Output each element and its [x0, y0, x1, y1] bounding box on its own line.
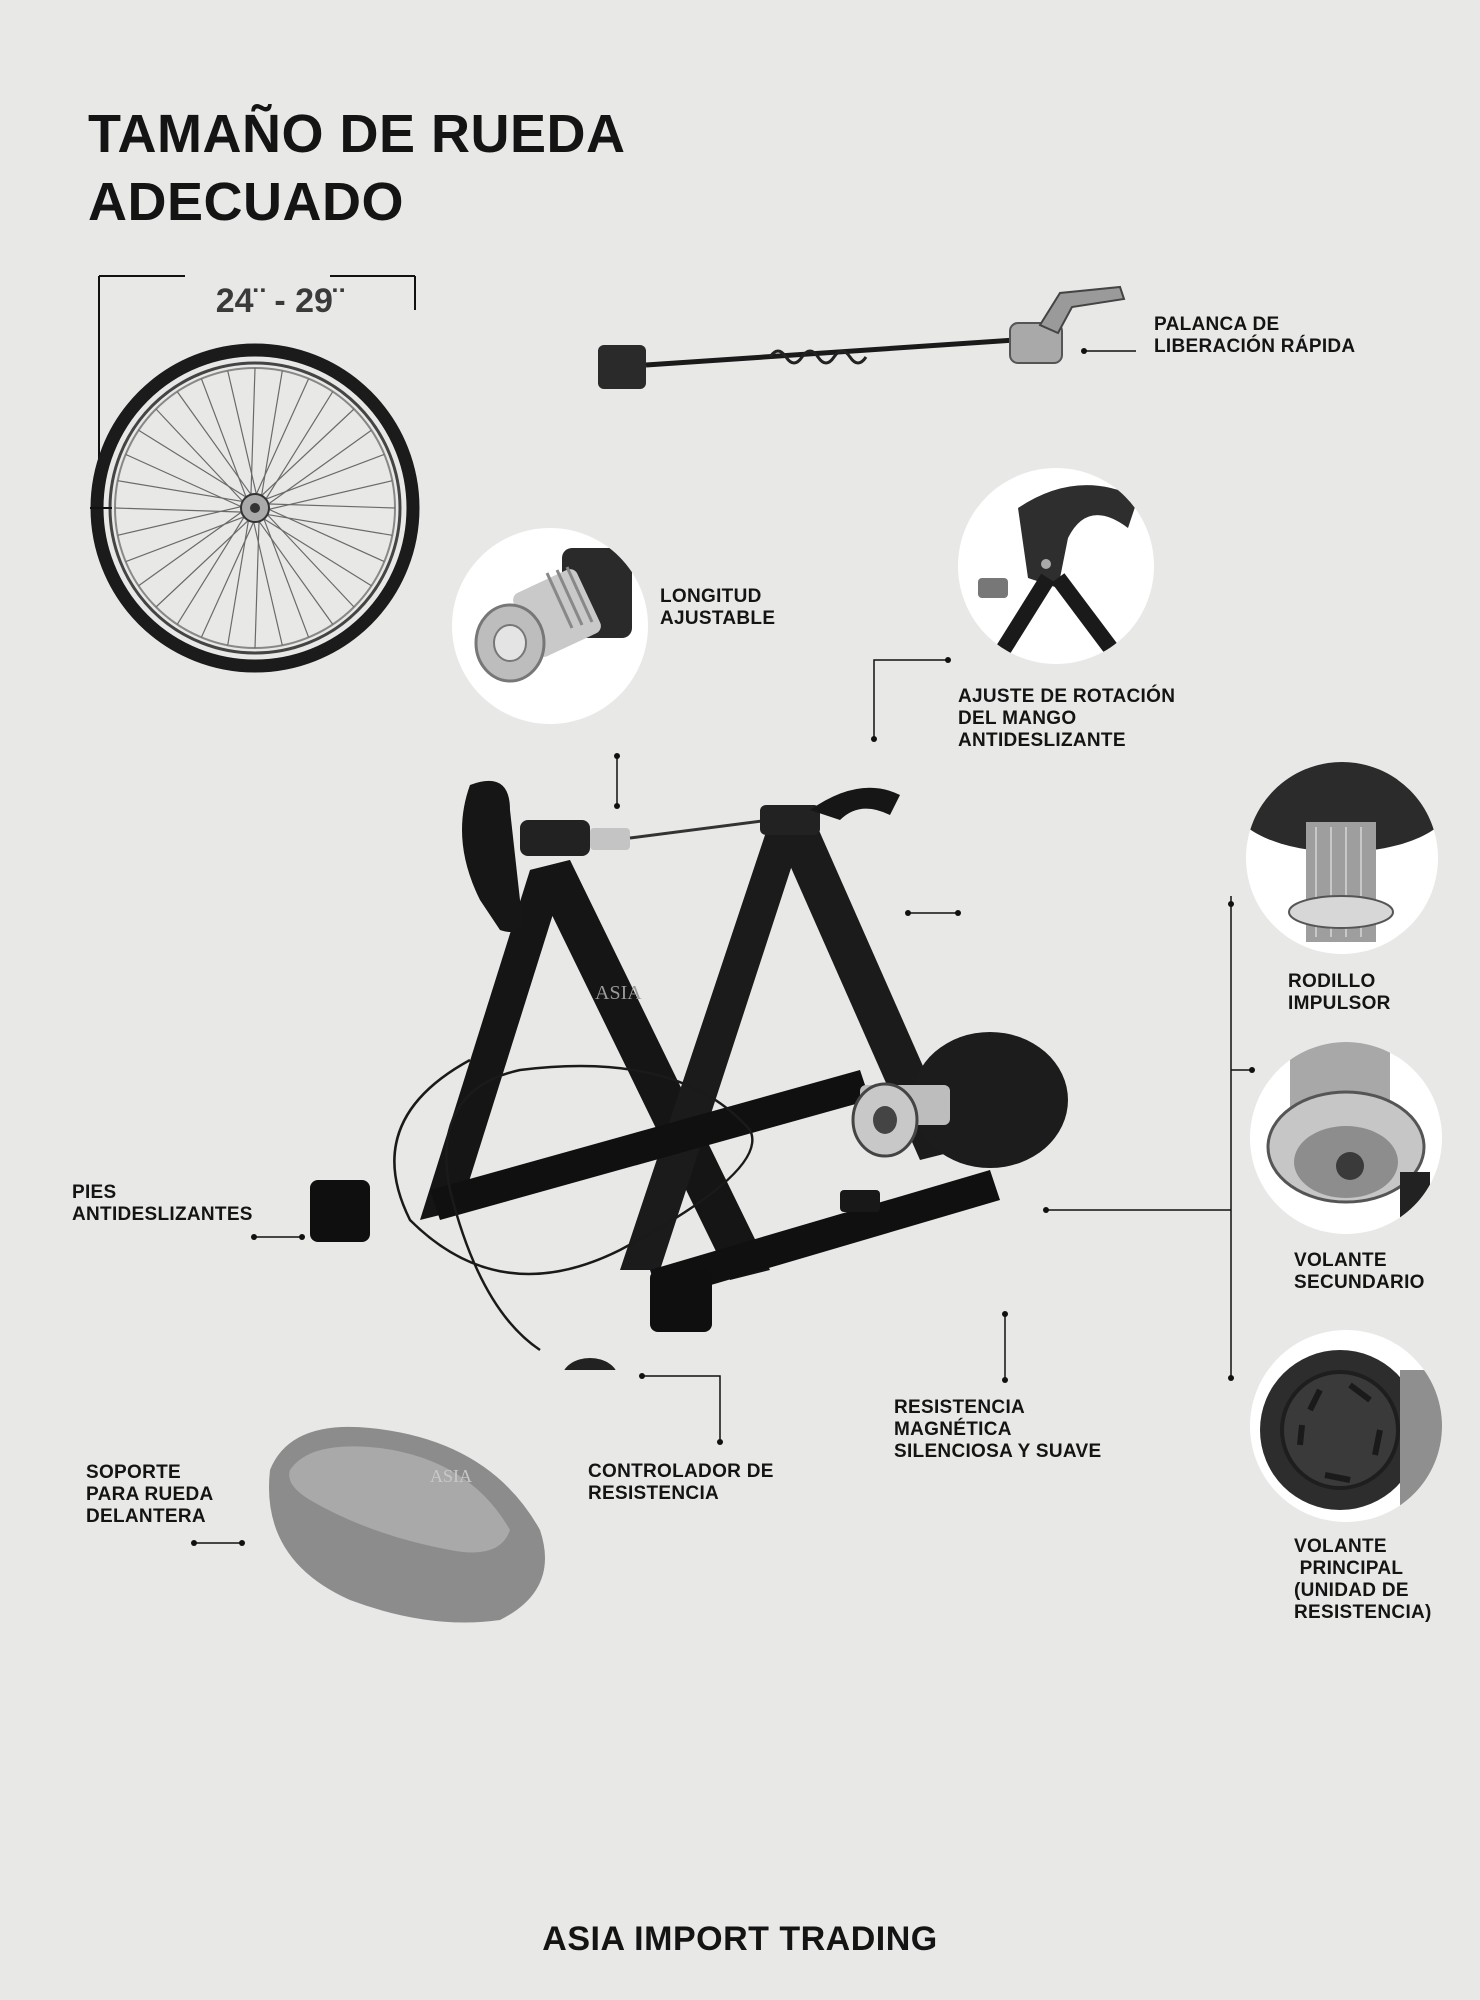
quick-release-leader — [1081, 348, 1136, 354]
wheel-spoke — [125, 515, 247, 563]
wheel-spoke — [263, 453, 385, 501]
front-support-leader — [191, 1540, 245, 1546]
secondary-flywheel-icon — [1266, 1042, 1430, 1232]
support-watermark: ASIA — [430, 1466, 472, 1486]
wheel-spoke — [155, 408, 245, 504]
label-drive-roller: RODILLO IMPULSOR — [1288, 971, 1391, 1014]
wheel-spoke — [265, 512, 355, 608]
wheel-spoke — [138, 429, 249, 499]
wheel-spoke — [264, 391, 334, 502]
wheel-spoke — [125, 453, 244, 509]
threaded-knob-icon — [474, 548, 632, 683]
wheel-spoke — [259, 408, 355, 498]
wheel-illustration — [90, 275, 420, 673]
wheel-spoke — [176, 514, 246, 625]
brand-footer: ASIA IMPORT TRADING — [542, 1920, 938, 1958]
wheel-spoke — [250, 367, 256, 497]
wheel-spoke — [261, 517, 372, 587]
main-flywheel-detail — [1250, 1330, 1442, 1522]
secondary-flywheel-detail — [1250, 1042, 1442, 1234]
handle-icon — [978, 485, 1138, 663]
drive-roller-detail — [1246, 762, 1438, 954]
bicycle-wheel-icon — [90, 343, 420, 673]
label-non-slip-feet: PIES ANTIDESLIZANTES — [72, 1182, 253, 1225]
handle-rotation-leader — [871, 657, 951, 742]
page-title: TAMAÑO DE RUEDA ADECUADO — [88, 100, 625, 236]
wheel-spoke — [200, 519, 256, 638]
wheel-spoke — [262, 516, 310, 638]
adjustable-length-leader — [614, 753, 620, 809]
resistance-controller-leader — [639, 1373, 723, 1445]
label-adjustable-length: LONGITUD AJUSTABLE — [660, 586, 776, 629]
wheel-spoke — [155, 518, 251, 608]
title-line-2: ADECUADO — [88, 172, 405, 232]
label-front-wheel-support: SOPORTE PARA RUEDA DELANTERA — [86, 1462, 214, 1527]
adjustable-length-detail — [452, 528, 648, 724]
wheel-spoke — [266, 480, 393, 511]
wheel-spoke — [254, 378, 310, 497]
wheel-spoke — [200, 378, 248, 500]
right-callout-bracket — [1043, 896, 1255, 1381]
label-main-flywheel: VOLANTE PRINCIPAL (UNIDAD DE RESISTENCIA… — [1294, 1536, 1432, 1623]
label-secondary-flywheel: VOLANTE SECUNDARIO — [1294, 1250, 1425, 1293]
handle-rotation-detail — [958, 468, 1154, 664]
label-quick-release: PALANCA DE LIBERACIÓN RÁPIDA — [1154, 314, 1356, 357]
label-resistance-controller: CONTROLADOR DE RESISTENCIA — [588, 1461, 774, 1504]
foot-right-front — [650, 1270, 712, 1332]
watermark-text: ASIA — [595, 982, 642, 1004]
magnetic-resistance-leader — [1002, 1311, 1008, 1383]
drive-roller-icon — [1246, 762, 1438, 942]
wheel-spoke — [254, 519, 260, 649]
title-line-1: TAMAÑO DE RUEDA — [88, 104, 626, 164]
main-flywheel-icon — [1260, 1350, 1442, 1510]
wheel-spoke — [266, 507, 385, 563]
label-handle-rotation: AJUSTE DE ROTACIÓN DEL MANGO ANTIDESLIZA… — [958, 686, 1176, 751]
front-wheel-support-image: ASIA — [269, 1426, 545, 1623]
bike-trainer-image — [310, 780, 1068, 1370]
quick-release-skewer-image — [598, 285, 1126, 389]
frame-leader — [905, 910, 961, 916]
non-slip-feet-leader — [251, 1234, 305, 1240]
wheel-size-range: 24¨ - 29¨ — [215, 282, 345, 320]
foot-left-rear — [310, 1180, 370, 1242]
label-magnetic-resistance: RESISTENCIA MAGNÉTICA SILENCIOSA Y SUAVE — [894, 1397, 1102, 1462]
wheel-spoke — [114, 507, 244, 513]
